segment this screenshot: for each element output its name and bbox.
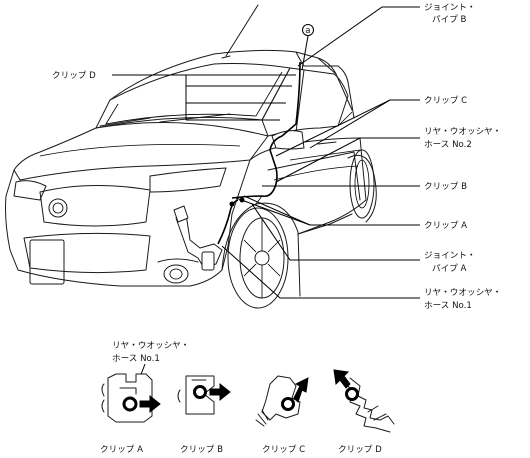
caption-clip-b: クリップ B	[180, 444, 223, 455]
caption-clip-c: クリップ C	[262, 444, 305, 455]
clip-d-diagram	[333, 369, 395, 433]
label-rear-washer-hose-2-line1: リヤ・ウオッシヤ・	[424, 126, 501, 137]
rear-washer-hose-route	[231, 61, 301, 199]
clip-b-diagram	[177, 375, 231, 415]
caption-clip-a: クリップ A	[100, 444, 143, 455]
caption-clip-d: クリップ D	[338, 444, 382, 455]
callout-circle-a	[302, 24, 314, 36]
label-clip-c: クリップ C	[424, 95, 467, 106]
detail-hose-label-line1: リヤ・ウオッシヤ・	[112, 340, 189, 351]
antenna	[225, 4, 259, 57]
label-joint-pipe-a-line1: ジョイント・	[424, 251, 476, 261]
label-joint-pipe-b-line1: ジョイント・	[424, 3, 476, 13]
clip-c-diagram	[255, 375, 309, 427]
label-joint-pipe-b-line2: パイプ B	[432, 14, 467, 25]
label-rear-washer-hose-1-line2: ホース No.1	[424, 300, 472, 311]
label-clip-a: クリップ A	[424, 220, 467, 231]
label-joint-pipe-a-line2: パイプ A	[432, 263, 467, 274]
car-illustration	[5, 4, 377, 309]
callout-a-label: a	[305, 26, 310, 36]
washer-reservoir	[173, 205, 223, 271]
leader-lines	[112, 6, 420, 299]
label-rear-washer-hose-1-line1: リヤ・ウオッシヤ・	[424, 287, 501, 298]
license-plate	[29, 239, 65, 285]
label-clip-d: クリップ D	[52, 70, 96, 81]
detail-hose-label-line2: ホース No.1	[112, 353, 160, 364]
label-rear-washer-hose-2-line2: ホース No.2	[424, 139, 472, 150]
label-clip-b: クリップ B	[424, 181, 467, 192]
clip-a-diagram	[101, 373, 161, 423]
